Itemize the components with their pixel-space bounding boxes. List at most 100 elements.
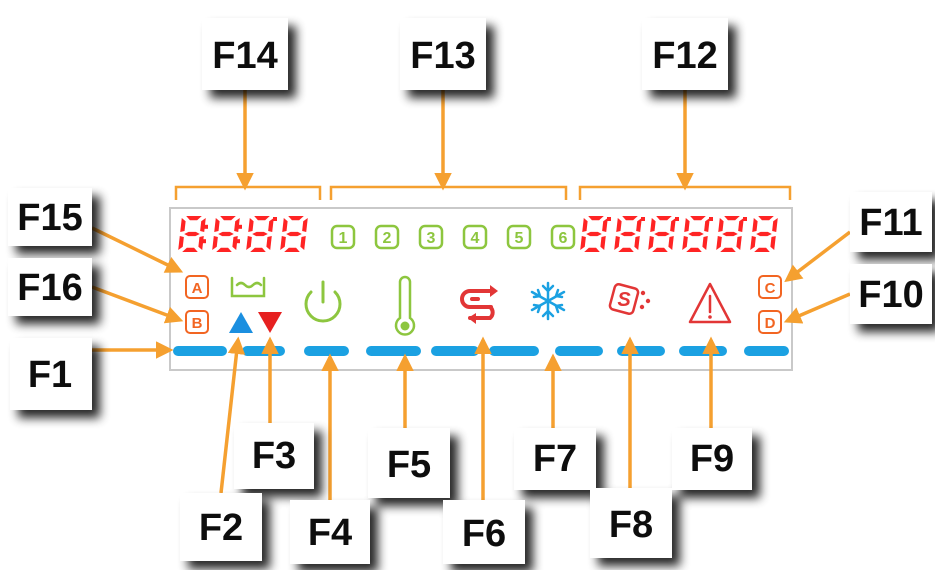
segment (218, 231, 234, 237)
label-f12: F12 (642, 18, 728, 90)
label-f4-text: F4 (308, 512, 352, 554)
segment (614, 236, 620, 250)
segment (216, 247, 232, 252)
segment (186, 216, 202, 221)
label-f14-text: F14 (212, 35, 277, 77)
segment (750, 236, 756, 250)
segment (580, 236, 586, 250)
label-f3: F3 (234, 423, 314, 489)
segment (770, 236, 776, 250)
segment (754, 247, 770, 252)
program-number-box (374, 224, 400, 250)
segment (636, 218, 642, 232)
segment (180, 218, 186, 232)
segment (266, 236, 272, 250)
label-f16: F16 (8, 258, 92, 316)
label-f9-text: F9 (690, 438, 734, 480)
label-f10-text: F10 (858, 274, 923, 316)
segment (246, 236, 252, 250)
segment (690, 216, 706, 221)
segment (586, 231, 602, 237)
program-number: 5 (515, 230, 524, 247)
segment (622, 216, 638, 221)
label-f7: F7 (514, 428, 596, 490)
label-f2-text: F2 (199, 507, 243, 549)
separator-dot (273, 217, 277, 221)
label-f15: F15 (8, 188, 92, 246)
callout-f15 (91, 226, 184, 273)
box-c: C (758, 275, 782, 299)
segment (650, 218, 656, 232)
program-number: 3 (427, 230, 436, 247)
segment (284, 247, 300, 252)
program-number-box (550, 224, 576, 250)
bracket-group (174, 185, 792, 200)
segment (254, 216, 270, 221)
box-b-letter: B (192, 315, 203, 332)
box-d: D (758, 310, 782, 334)
segment (738, 218, 744, 232)
separator-dot (641, 217, 645, 221)
segment (724, 216, 740, 221)
segment (686, 247, 702, 252)
segment (648, 236, 654, 250)
segment (736, 236, 742, 250)
segment (280, 236, 286, 250)
segment (702, 236, 708, 250)
segment (716, 236, 722, 250)
segment (600, 236, 606, 250)
label-f12-text: F12 (652, 35, 717, 77)
separator-dot (709, 217, 713, 221)
segment (620, 231, 636, 237)
program-number: 1 (339, 230, 348, 247)
segment (772, 218, 778, 232)
thermometer-icon (394, 275, 416, 336)
cycle-arrows-icon (460, 285, 498, 324)
power-icon (304, 280, 342, 323)
program-number-box (506, 224, 532, 250)
segment (302, 218, 308, 232)
segment (684, 218, 690, 232)
callout-f11 (784, 230, 852, 283)
arrow-up-icon (229, 312, 253, 333)
label-f1-text: F1 (28, 354, 72, 396)
segment (668, 236, 674, 250)
label-f1: F1 (10, 338, 92, 410)
segment (758, 216, 774, 221)
label-f3-text: F3 (252, 435, 296, 477)
label-f10: F10 (850, 264, 932, 324)
separator-dot (238, 224, 242, 229)
segment (582, 218, 588, 232)
segment (682, 236, 688, 250)
label-f14: F14 (202, 18, 288, 90)
label-f13: F13 (400, 18, 486, 90)
label-f7-text: F7 (533, 438, 577, 480)
callout-lines (91, 90, 852, 500)
bracket-f13 (329, 185, 568, 200)
segment (616, 218, 622, 232)
right-seven-segment-group (580, 216, 778, 252)
segment (602, 218, 608, 232)
segment (756, 231, 772, 237)
segment (282, 218, 288, 232)
label-f8-text: F8 (609, 504, 653, 546)
segment (656, 216, 672, 221)
separator-dot (236, 239, 240, 244)
segment (286, 231, 302, 237)
arrow-down-icon (258, 312, 282, 333)
segment (288, 216, 304, 221)
label-f6: F6 (443, 500, 525, 564)
separator-dot (202, 239, 206, 244)
separator-dot (607, 217, 611, 221)
label-f13-text: F13 (410, 35, 475, 77)
label-f16-text: F16 (17, 267, 82, 309)
segment (212, 236, 218, 250)
program-number: 4 (471, 230, 480, 247)
bracket-f12 (578, 185, 792, 200)
segment (584, 247, 600, 252)
segment (252, 231, 268, 237)
label-f5-text: F5 (387, 444, 431, 486)
snowflake-icon (530, 281, 566, 321)
